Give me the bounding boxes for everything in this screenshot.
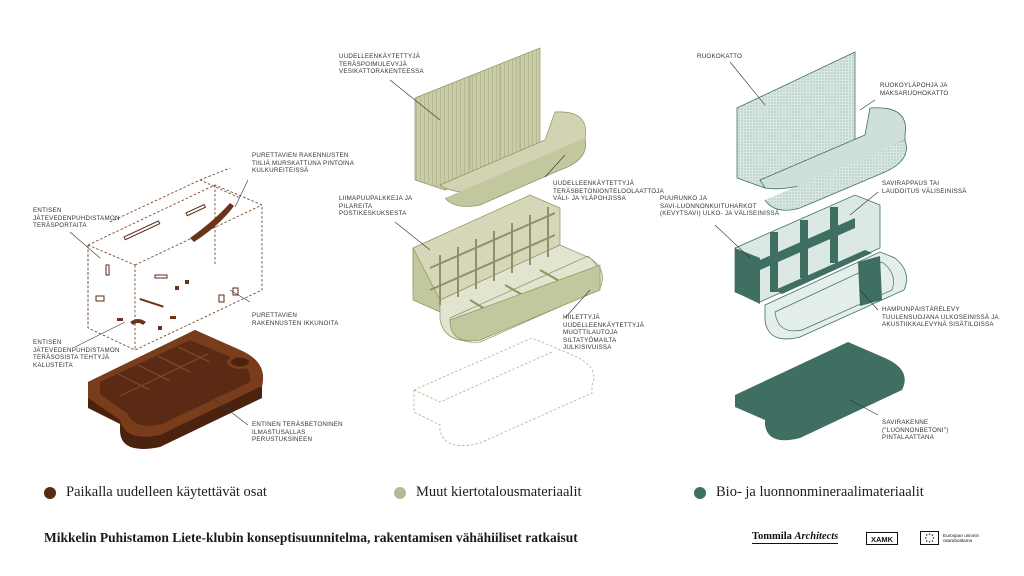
legend-label-circular: Muut kiertotalousmateriaalit: [416, 484, 582, 500]
label-aeration-basin: Entinen teräsbetoninen ilmastusallas per…: [252, 421, 343, 444]
label-wood-frame: Puurunko ja savi-luonnonkuituharkot (kev…: [660, 195, 780, 218]
legend-label-reused: Paikalla uudelleen käytettävät osat: [66, 484, 267, 500]
eu-flag-icon: [920, 531, 939, 545]
label-steel-roof-sheets: Uudelleenkäytettyjä teräspoimulevyjä ves…: [339, 53, 424, 76]
xamk-logo: XAMK: [866, 532, 898, 545]
label-reused-windows: Purettavien rakennusten ikkunoita: [252, 312, 339, 327]
legend-circular: Muut kiertotalousmateriaalit: [394, 484, 582, 501]
label-hemp-board: Hampunpäistärelevy tuulensuojana ulkosei…: [882, 306, 999, 329]
label-steel-stairs: Entisen jätevedenpuhdistamon teräsportai…: [33, 207, 120, 230]
label-reused-bricks: Purettavien rakennusten tiiliä murskattu…: [252, 152, 355, 175]
label-reed-upper-floor: Ruokoyläpohja ja maksaruohokatto: [880, 82, 949, 97]
label-clay-plaster: Savirappaus tai laudoitus väliseinissä: [882, 180, 967, 195]
panel-bio-materials: [714, 51, 907, 441]
eu-funding-logo: Euroopan unionin osarahoittama: [920, 531, 979, 545]
page-title: Mikkelin Puhistamon Liete-klubin konsept…: [44, 530, 578, 545]
legend-label-bio: Bio- ja luonnonmineraalimateriaalit: [716, 484, 924, 500]
eu-funding-text: Euroopan unionin osarahoittama: [943, 532, 980, 543]
label-hollow-core-slabs: Uudelleenkäytettyjä teräsbetonionteloola…: [553, 180, 665, 203]
panel-reused-on-site: [69, 167, 264, 449]
legend-reused: Paikalla uudelleen käytettävät osat: [44, 484, 267, 501]
axonometric-diagram: [69, 47, 907, 449]
legend-dot-olive: [394, 486, 406, 499]
legend-dot-brown: [44, 486, 56, 499]
label-charred-formwork: Hiilettyjä uudelleenkäytettyjä muottilau…: [563, 314, 645, 352]
legend-bio: Bio- ja luonnonmineraalimateriaalit: [694, 484, 924, 501]
label-clay-slab: Savirakenne ("luonnonbetoni") pintalaatt…: [882, 419, 949, 442]
tommila-architects-logo: Tommila Architects: [752, 531, 839, 544]
label-steel-furniture: Entisen jätevedenpuhdistamon teräsosista…: [33, 339, 120, 369]
panel-circular-materials: [389, 47, 603, 446]
legend-dot-teal: [694, 486, 706, 499]
label-glulam-beams: Liimapuupalkkeja ja pilareita postikesku…: [339, 195, 413, 218]
label-reed-roof: Ruokokatto: [697, 53, 743, 60]
